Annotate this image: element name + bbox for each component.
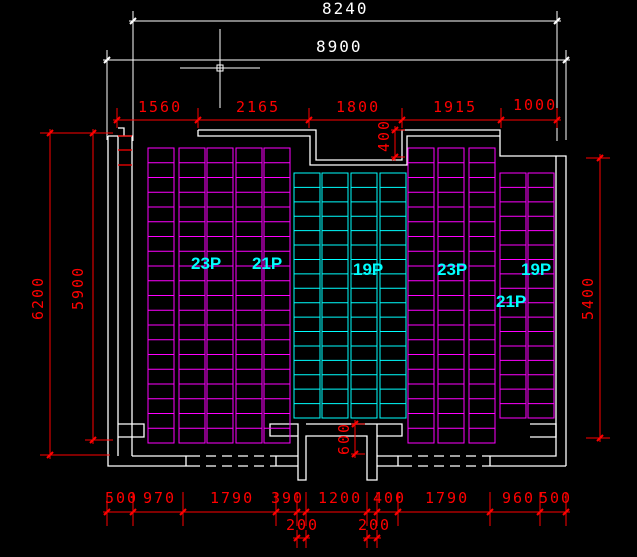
dim-bottom-9: 500: [539, 489, 572, 507]
dim-bottom-4: 390: [271, 489, 304, 507]
panel-column: [379, 172, 407, 419]
array-label-3: 19P: [353, 260, 383, 279]
array-label-4: 23P: [437, 260, 467, 279]
panel-column: [350, 172, 378, 419]
dim-overall-inner: 8240: [322, 0, 369, 18]
dim-notch: 400: [375, 119, 393, 152]
dim-top-3: 1800: [336, 98, 380, 116]
dim-door-tick: [351, 450, 359, 458]
dim-bottom-chain-tick: [103, 508, 111, 516]
array-label-2: 21P: [252, 254, 282, 273]
dim-top-2: 2165: [236, 98, 280, 116]
panel-array-1: [147, 147, 291, 444]
dim-bottom-sub-2-tick: [373, 534, 381, 542]
panel-arrays: [147, 147, 555, 444]
dim-bottom-chain-tick: [293, 508, 301, 516]
dim-left-inner-tick: [89, 129, 97, 137]
dim-overall-outer-tick: [103, 56, 111, 64]
dimensions: [40, 11, 610, 548]
dim-left-outer-tick: [46, 451, 54, 459]
panel-column: [499, 172, 527, 419]
array-label-1: 23P: [191, 254, 221, 273]
dim-bottom-chain-tick: [179, 508, 187, 516]
panel-array-4: [499, 172, 555, 419]
dim-bottom-sub-1-tick: [293, 534, 301, 542]
dim-top-chain-tick: [194, 116, 202, 124]
dim-top-5: 1000: [513, 96, 557, 114]
dim-top-1: 1560: [138, 98, 182, 116]
dim-bottom-3: 1790: [210, 489, 254, 507]
dim-bottom-8: 960: [502, 489, 535, 507]
dim-bottom-chain-tick: [272, 508, 280, 516]
panel-column: [321, 172, 349, 419]
dim-top-chain-tick: [497, 116, 505, 124]
dim-top-4: 1915: [433, 98, 477, 116]
dim-notch-tick: [391, 153, 399, 161]
dim-overall-inner-tick: [553, 17, 561, 25]
panel-column: [527, 172, 555, 419]
dim-bottom-chain-tick: [373, 508, 381, 516]
dim-left-outer: 6200: [29, 276, 47, 320]
array-label-6: 21P: [496, 292, 526, 311]
dim-bottom-2: 970: [143, 489, 176, 507]
dim-left-outer-tick: [46, 129, 54, 137]
dim-top-chain-tick: [113, 116, 121, 124]
dim-right: 5400: [579, 276, 597, 320]
panel-column: [293, 172, 321, 419]
dim-bottom-6: 400: [373, 489, 406, 507]
dim-bottom-chain-tick: [302, 508, 310, 516]
dim-bottom-chain-tick: [536, 508, 544, 516]
dim-bottom-5: 1200: [318, 489, 362, 507]
dim-left-inner: 5900: [69, 266, 87, 310]
dim-left-inner-tick: [89, 436, 97, 444]
dim-bottom-sub-1-tick: [302, 534, 310, 542]
dim-door: 600: [335, 422, 353, 455]
dim-overall-outer-tick: [562, 56, 570, 64]
dim-right-tick: [596, 434, 604, 442]
dim-top-chain-tick: [398, 116, 406, 124]
dim-bottom-7: 1790: [425, 489, 469, 507]
dim-bottom-sub-2-tick: [363, 534, 371, 542]
dim-bottom-sub-1: 200: [286, 516, 319, 534]
dim-bottom-1: 500: [105, 489, 138, 507]
dim-overall-outer: 8900: [316, 37, 363, 56]
dim-bottom-chain-tick: [394, 508, 402, 516]
panel-array-2: [293, 172, 407, 419]
dim-bottom-chain-tick: [486, 508, 494, 516]
dim-overall-inner-tick: [129, 17, 137, 25]
dim-top-chain-tick: [553, 116, 561, 124]
dim-right-tick: [596, 154, 604, 162]
dim-bottom-chain-tick: [129, 508, 137, 516]
dim-notch-tick: [391, 126, 399, 134]
dim-bottom-sub-2: 200: [358, 516, 391, 534]
dim-bottom-chain-tick: [562, 508, 570, 516]
dim-bottom-chain-tick: [363, 508, 371, 516]
dim-top-chain-tick: [305, 116, 313, 124]
dim-door-tick: [351, 420, 359, 428]
crosshair-cursor-icon: [180, 29, 260, 108]
array-label-5: 19P: [521, 260, 551, 279]
panel-array-3: [407, 147, 496, 444]
